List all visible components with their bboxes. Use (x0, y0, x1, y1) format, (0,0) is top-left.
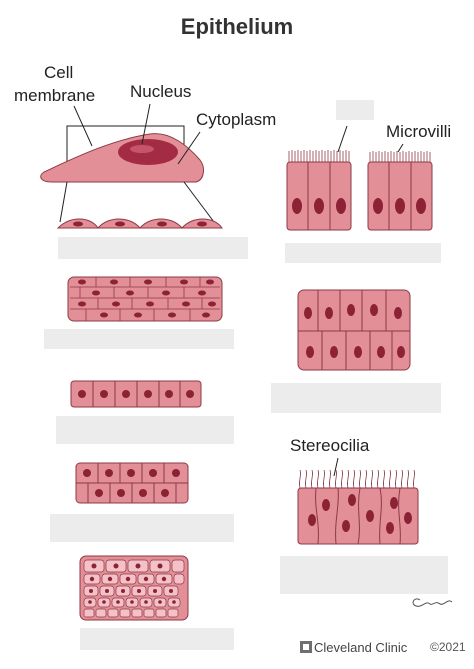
label-mask-8[interactable] (80, 628, 234, 650)
brand-name: Cleveland Clinic (314, 640, 408, 655)
label-mask-1[interactable] (58, 237, 248, 259)
simple-cuboidal-tissue (70, 380, 202, 408)
label-mask-7[interactable] (280, 556, 448, 594)
label-mask-5[interactable] (56, 416, 234, 444)
artist-signature (412, 598, 453, 607)
label-mask-6[interactable] (50, 514, 234, 542)
diagram-title: Epithelium (180, 14, 294, 39)
cell-membrane-label-line2: membrane (14, 86, 96, 105)
label-mask-4[interactable] (271, 383, 441, 413)
stereocilia-label: Stereocilia (290, 436, 370, 455)
cell-membrane-label-line1: Cell (44, 63, 74, 82)
label-mask-2[interactable] (285, 243, 441, 263)
simple-columnar-microvilli-tissue (286, 125, 433, 231)
microvilli-label: Microvilli (386, 122, 452, 141)
simple-squamous-row (56, 218, 223, 229)
label-mask-3[interactable] (44, 329, 234, 349)
nucleus-label: Nucleus (130, 82, 192, 101)
stratified-columnar-tissue (297, 289, 411, 371)
stratified-cuboidal-tissue (75, 462, 189, 504)
magnified-squamous-cell (40, 103, 215, 223)
transitional-tissue (79, 555, 189, 621)
pseudostratified-stereocilia-tissue (297, 457, 419, 545)
stratified-squamous-tissue (67, 276, 223, 322)
copyright-notice: ©2021 (430, 640, 466, 654)
label-mask-top-right[interactable] (336, 100, 374, 120)
cytoplasm-label: Cytoplasm (196, 110, 277, 129)
cleveland-clinic-logo-icon (300, 641, 312, 653)
